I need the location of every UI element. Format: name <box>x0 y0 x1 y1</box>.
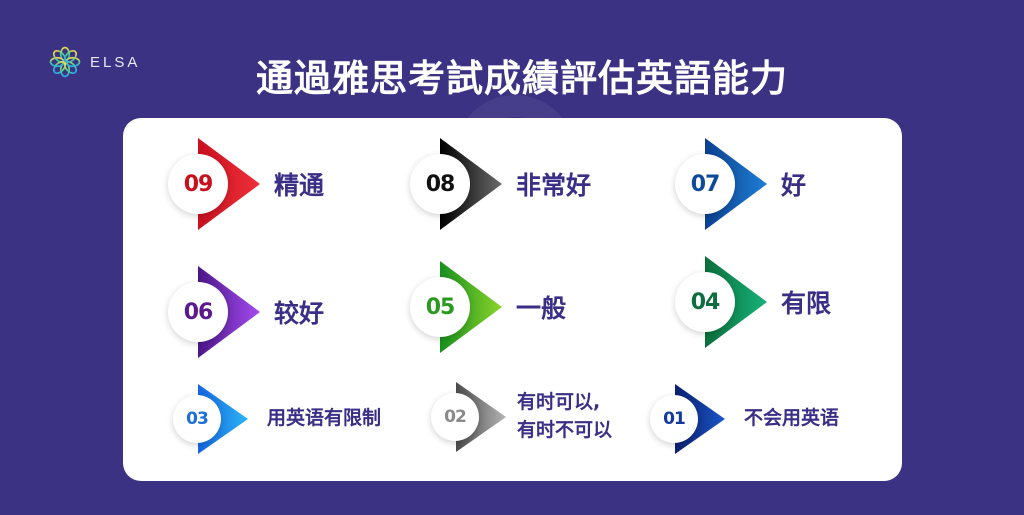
score-circle: 04 <box>675 272 735 332</box>
level-item-01: 01 不会用英语 <box>650 384 839 454</box>
level-label: 用英语有限制 <box>267 407 382 430</box>
level-item-06: 06 较好 <box>168 266 324 358</box>
score-circle: 03 <box>173 395 221 443</box>
level-label: 非常好 <box>516 171 592 200</box>
level-item-09: 09 精通 <box>168 138 324 230</box>
levels-card: 09 精通 08 非常好 07 好 06 <box>123 118 902 481</box>
score-circle: 06 <box>168 282 228 342</box>
score-circle: 08 <box>410 154 470 214</box>
elsa-flower-icon <box>49 46 81 78</box>
level-label: 不会用英语 <box>744 407 840 430</box>
score-circle: 07 <box>675 154 735 214</box>
level-label: 有时可以, 有时不可以 <box>517 389 612 444</box>
level-item-02: 02 有时可以, 有时不可以 <box>431 382 612 452</box>
score-circle: 01 <box>650 395 698 443</box>
level-label: 有限 <box>781 289 832 318</box>
level-label: 好 <box>781 171 807 200</box>
score-circle: 09 <box>168 154 228 214</box>
level-label: 一般 <box>516 294 567 323</box>
level-item-04: 04 有限 <box>675 256 831 348</box>
level-item-03: 03 用英语有限制 <box>173 384 381 454</box>
elsa-logo: ELSA <box>48 45 140 79</box>
level-label-line1: 有时可以, <box>517 391 601 414</box>
level-label-line2: 有时不可以 <box>517 419 613 441</box>
page-title: 通過雅思考試成績評估英語能力 <box>256 57 788 100</box>
level-label: 较好 <box>274 299 325 328</box>
level-item-07: 07 好 <box>675 138 806 230</box>
level-item-08: 08 非常好 <box>410 138 591 230</box>
level-item-05: 05 一般 <box>410 261 566 353</box>
level-label: 精通 <box>274 171 325 200</box>
score-circle: 02 <box>431 393 479 441</box>
brand-name: ELSA <box>90 53 141 71</box>
score-circle: 05 <box>410 277 470 337</box>
